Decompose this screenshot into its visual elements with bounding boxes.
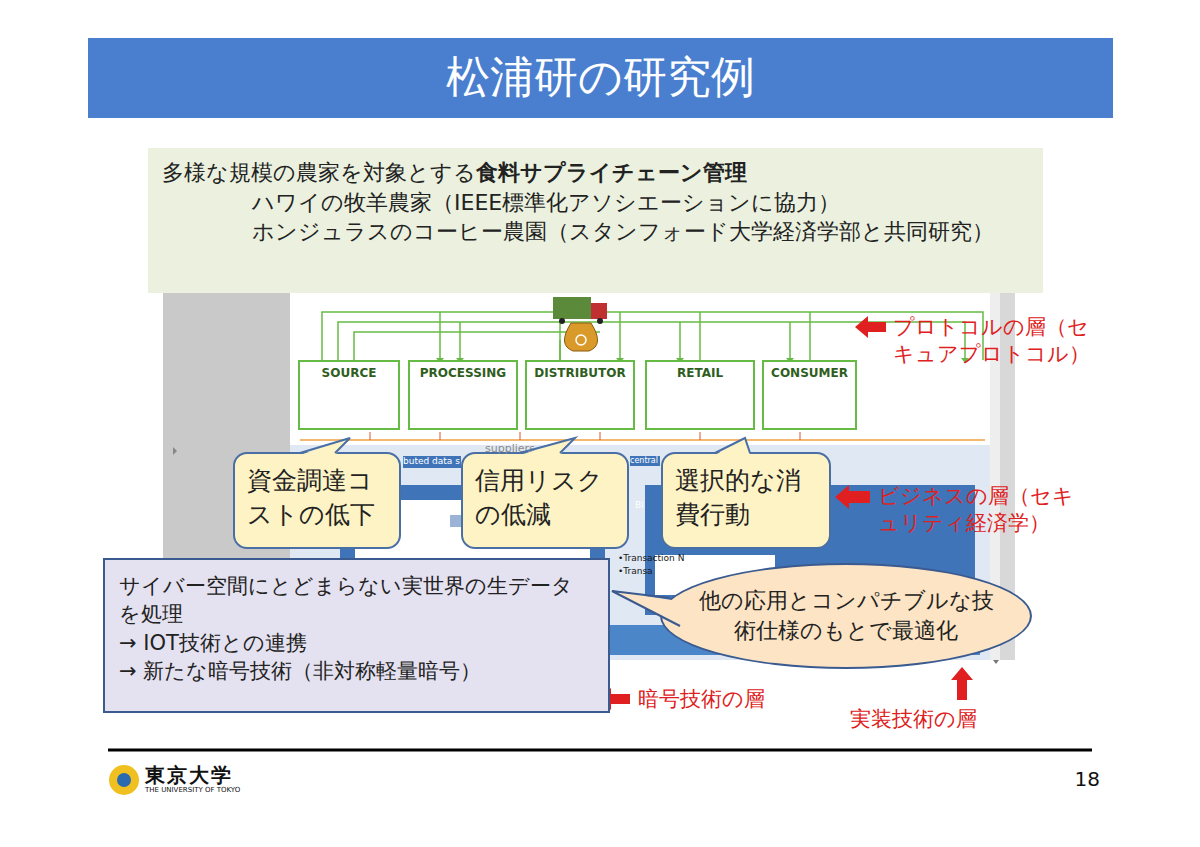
screenshot-text: •Transa <box>618 566 678 578</box>
logo-text: 東京大学 <box>145 762 265 788</box>
stage-label: PROCESSING <box>412 365 514 381</box>
node-text: 多様な規模の農家を対象とする <box>162 160 476 185</box>
chain-box: CONSUMER <box>762 360 857 430</box>
chain-box: SOURCE <box>298 360 400 430</box>
node-text: → 新たな暗号技術（非対称軽量暗号） <box>119 657 594 685</box>
note-box: サイバー空間にとどまらない実世界の生データを処理→ IOT技術との連携→ 新たな… <box>103 558 610 713</box>
speech-ellipse: 他の応用とコンパチブルな技術仕様のもとで最適化 <box>660 563 1032 669</box>
node-text: 選択的な消費行動 <box>675 464 817 532</box>
screenshot-text: buted data s <box>403 456 461 468</box>
pointer <box>520 438 575 455</box>
pointer <box>520 438 575 453</box>
stage-label: CONSUMER <box>766 365 853 381</box>
intro-panel: 多様な規模の農家を対象とする食料サプライチェーン管理ハワイの牧羊農家（IEEE標… <box>148 148 1043 293</box>
page-number: 18 <box>1060 766 1100 792</box>
slide-title: 松浦研の研究例 <box>88 44 1113 110</box>
pointer <box>612 591 682 626</box>
pointer <box>300 438 350 455</box>
stage-label: SOURCE <box>302 365 396 381</box>
node-text: サイバー空間にとどまらない実世界の生データを処理 <box>119 572 594 629</box>
stage-label: DISTRIBUTOR <box>529 365 631 381</box>
layer-label: プロトコルの層（セキュアプロトコル） <box>893 314 1103 369</box>
node-text: 他の応用とコンパチブルな技術仕様のもとで最適化 <box>690 586 1002 645</box>
pointer <box>300 438 350 453</box>
callout-box: 資金調達コストの低下 <box>233 452 401 549</box>
pointer <box>715 438 750 455</box>
layer-label: ビジネスの層（セキュリティ経済学） <box>878 483 1088 538</box>
chain-box: RETAIL <box>645 360 755 430</box>
node-text: → IOT技術との連携 <box>119 629 594 657</box>
node-text: 資金調達コストの低下 <box>247 464 387 532</box>
callout-box: 選択的な消費行動 <box>661 452 831 549</box>
pointer <box>612 591 680 626</box>
screenshot-text: Bl <box>635 500 657 512</box>
stage-label: RETAIL <box>649 365 751 381</box>
node-text: 信用リスクの低減 <box>475 464 615 532</box>
pointer <box>715 438 750 453</box>
node-text: 食料サプライチェーン管理 <box>476 160 747 185</box>
layer-label: 実装技術の層 <box>850 706 1020 733</box>
node-text: ホンジュラスのコーヒー農園（スタンフォード大学経済学部と共同研究） <box>162 217 1027 247</box>
chain-box: DISTRIBUTOR <box>525 360 635 430</box>
callout-box: 信用リスクの低減 <box>461 452 629 549</box>
chain-box: PROCESSING <box>408 360 518 430</box>
screenshot-text: suppliers <box>485 442 555 456</box>
node-text: ハワイの牧羊農家（IEEE標準化アソシエーションに協力） <box>162 188 1027 218</box>
layer-label: 暗号技術の層 <box>638 686 808 713</box>
logo-subtext: THE UNIVERSITY OF TOKYO <box>145 786 275 795</box>
screenshot-text: central <box>630 456 660 466</box>
screenshot-text: •Transaction N <box>618 553 718 565</box>
